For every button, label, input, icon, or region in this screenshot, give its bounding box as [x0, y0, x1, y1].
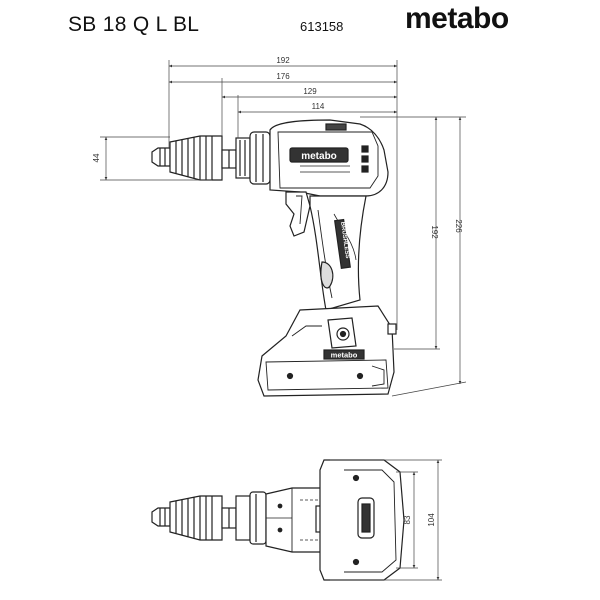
article-number: 613158: [300, 19, 344, 34]
chuck-tip: [151, 147, 171, 167]
trigger: [285, 191, 311, 237]
torque-collar: [235, 131, 271, 185]
dim-overall-height: 226: [454, 219, 463, 233]
handle-grip: BRUSHLESS: [309, 195, 367, 311]
side-view-dimensions: [100, 60, 467, 397]
top-view-dimensions: [330, 459, 442, 581]
dim-overall-length: 192: [276, 56, 290, 65]
top-battery-pack: [319, 459, 405, 581]
brushless-badge: BRUSHLESS: [339, 221, 350, 258]
top-view-dimension-labels: 83 104: [403, 513, 436, 527]
side-view-dimension-labels: 192 176 129 114 44 192 226: [92, 56, 463, 239]
dim-length-176: 176: [276, 72, 290, 81]
dim-length-129: 129: [303, 87, 317, 96]
dim-width-83: 83: [403, 515, 412, 524]
model-name: SB 18 Q L BL: [68, 13, 200, 36]
side-view-drawing: metabo BRUSHLESS: [151, 119, 397, 397]
top-keyless-chuck: [169, 491, 267, 545]
keyless-chuck: [169, 135, 237, 181]
battery-logo: metabo: [331, 351, 358, 360]
motor-housing: metabo: [269, 119, 389, 197]
brand-logo: metabo: [405, 2, 509, 35]
ext-line-226-bottom: [391, 381, 467, 397]
dim-chuck-diameter: 44: [92, 153, 101, 162]
body-logo: metabo: [301, 151, 337, 162]
top-chuck-tip: [151, 507, 171, 527]
dim-length-114: 114: [312, 102, 325, 111]
dim-height-192: 192: [430, 225, 439, 239]
battery-pack: metabo: [257, 305, 397, 397]
top-view-drawing: [151, 459, 405, 581]
dim-overall-width: 104: [427, 513, 436, 527]
